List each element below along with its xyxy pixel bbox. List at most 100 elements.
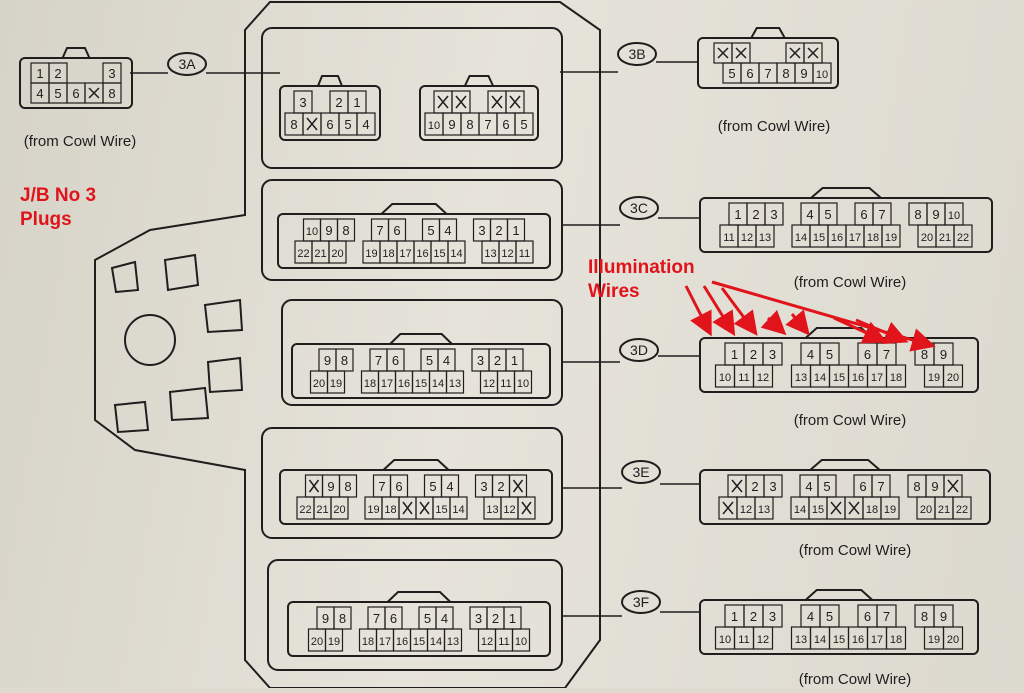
- pin-number: 11: [738, 372, 749, 384]
- pin-number: 22: [957, 232, 969, 244]
- connector-housing: [279, 85, 381, 141]
- connector-latch: [810, 187, 882, 199]
- pin-number: 4: [806, 207, 813, 222]
- pin-number: 7: [878, 207, 885, 222]
- tag-label: 3B: [628, 46, 645, 62]
- pin-number: 21: [938, 504, 950, 516]
- pin-number: 1: [512, 223, 519, 238]
- pin-number: 7: [378, 479, 385, 494]
- pin-number: 17: [379, 636, 391, 648]
- pin-number: 8: [342, 223, 349, 238]
- pin-number: 20: [947, 634, 959, 646]
- source-label: (from Cowl Wire): [24, 133, 137, 150]
- pin-number: 14: [814, 634, 826, 646]
- illumination-annotation: Illumination Wires: [588, 256, 695, 304]
- pin-cell: [880, 496, 900, 520]
- pin-number: 10: [515, 636, 527, 648]
- connector-latch: [463, 75, 495, 87]
- pin-blank-mark: [731, 479, 743, 493]
- pin-number: 7: [373, 611, 380, 626]
- pin-number: 19: [928, 634, 940, 646]
- pin-number: 5: [823, 479, 830, 494]
- pin-number: 18: [364, 378, 376, 390]
- tag-label: 3E: [632, 464, 649, 480]
- pin-number: 9: [322, 611, 329, 626]
- junction-block-outline: [94, 1, 601, 689]
- pin-cell: [752, 626, 774, 650]
- pin-blank-mark: [807, 47, 819, 59]
- pin-number: 5: [826, 347, 833, 362]
- connector-housing: [699, 469, 991, 525]
- pin-blank-mark: [455, 95, 467, 109]
- pin-number: 12: [757, 372, 769, 384]
- connector-housing: [699, 197, 993, 253]
- pin-number: 13: [486, 504, 498, 516]
- pin-number: 16: [398, 378, 410, 390]
- pin-number: 22: [297, 248, 309, 260]
- pin-number: 14: [432, 378, 444, 390]
- connector-housing: [19, 57, 133, 109]
- tag-3e: 3E: [621, 460, 661, 484]
- pin-number: 10: [306, 226, 318, 238]
- pin-cell: [447, 240, 466, 264]
- pin-cell: [514, 112, 534, 136]
- pin-number: 22: [299, 504, 311, 516]
- pin-number: 4: [805, 479, 812, 494]
- pin-number: 2: [751, 479, 758, 494]
- pin-cell: [885, 626, 907, 650]
- pin-number: 5: [344, 117, 351, 132]
- connector-housing: [279, 469, 553, 525]
- pin-number: 2: [752, 207, 759, 222]
- pin-number: 2: [750, 609, 757, 624]
- pin-number: 5: [427, 223, 434, 238]
- pin-number: 2: [750, 347, 757, 362]
- pin-number: 2: [335, 95, 342, 110]
- pin-number: 13: [449, 378, 461, 390]
- pin-number: 7: [375, 353, 382, 368]
- pin-number: 1: [511, 353, 518, 368]
- pin-number: 10: [428, 120, 440, 132]
- pin-number: 2: [497, 479, 504, 494]
- pin-number: 20: [921, 232, 933, 244]
- pin-number: 19: [365, 248, 377, 260]
- connector-latch: [804, 589, 874, 601]
- pin-number: 12: [757, 634, 769, 646]
- pin-blank-mark: [789, 47, 801, 59]
- connector-latch: [386, 591, 452, 603]
- pin-number: 19: [367, 504, 379, 516]
- pin-number: 2: [494, 353, 501, 368]
- pin-number: 12: [483, 378, 495, 390]
- pin-cell: [513, 370, 533, 394]
- connector-housing: [419, 85, 539, 141]
- pin-blank-mark: [512, 479, 524, 493]
- illumination-arrow: [684, 285, 712, 337]
- pin-number: 18: [382, 248, 394, 260]
- connector-housing: [699, 337, 979, 393]
- connector-latch: [389, 333, 453, 345]
- tag-outline: [621, 590, 661, 614]
- pin-number: 6: [392, 353, 399, 368]
- pin-blank-mark: [88, 87, 100, 99]
- pin-number: 5: [424, 611, 431, 626]
- pin-cell: [324, 628, 344, 652]
- pin-cell: [942, 364, 964, 388]
- connector-housing: [699, 599, 979, 655]
- connector-latch: [380, 203, 448, 215]
- leader-lines: [130, 61, 700, 617]
- tag-3f: 3F: [621, 590, 661, 614]
- pin-number: 13: [795, 634, 807, 646]
- pin-number: 4: [444, 223, 451, 238]
- illumination-arrow: [711, 280, 936, 352]
- illumination-line2: Wires: [588, 281, 640, 302]
- pin-cell: [328, 240, 347, 264]
- pin-number: 6: [395, 479, 402, 494]
- tag-3c: 3C: [619, 196, 659, 220]
- connector-latch: [750, 27, 786, 39]
- pin-number: 4: [441, 611, 448, 626]
- pin-number: 18: [866, 504, 878, 516]
- pin-cell: [812, 62, 832, 84]
- tag-outline: [167, 52, 207, 76]
- connector-latch: [382, 459, 450, 471]
- illumination-arrow: [785, 309, 810, 336]
